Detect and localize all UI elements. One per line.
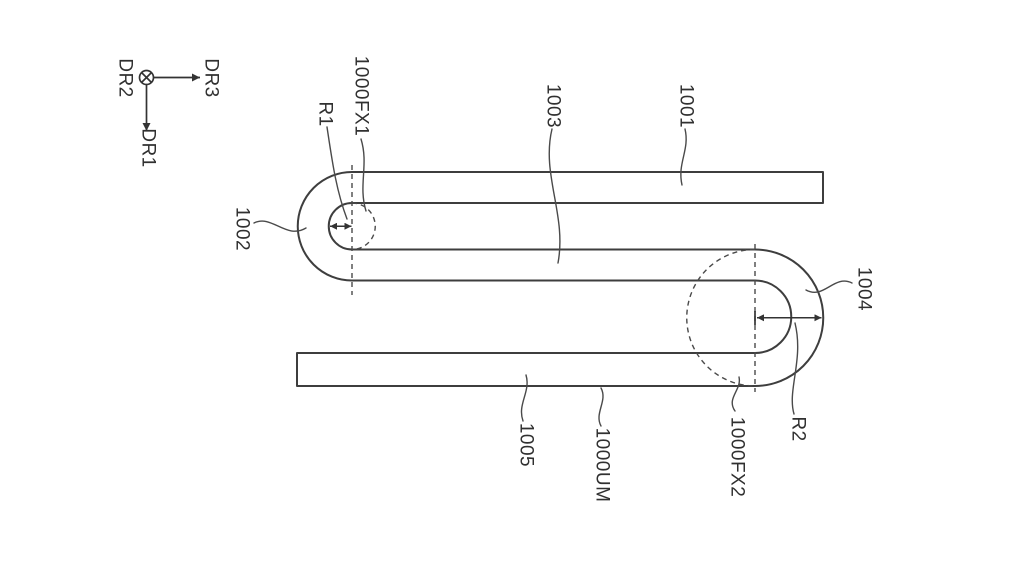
label-dr1: DR1	[138, 128, 159, 168]
label-r2: R2	[788, 416, 809, 441]
leader-1000um	[598, 387, 604, 427]
label-1004: 1004	[854, 267, 875, 311]
label-1000fx1: 1000FX1	[351, 56, 372, 137]
label-1000um: 1000UM	[592, 428, 613, 503]
leader-1004	[805, 280, 853, 293]
label-1003: 1003	[543, 84, 564, 128]
label-dr3: DR3	[201, 58, 222, 98]
label-1000fx2: 1000FX2	[727, 417, 748, 498]
axis-into-page-icon	[138, 69, 155, 86]
label-dr2: DR2	[115, 58, 136, 98]
leader-1001	[680, 128, 687, 186]
leader-r2	[791, 322, 799, 415]
label-1001: 1001	[676, 84, 697, 128]
leader-1000fx1	[360, 138, 367, 212]
leader-1000fx2	[731, 376, 741, 412]
left-fold-dashed-circle	[351, 202, 376, 251]
label-1005: 1005	[516, 423, 537, 467]
leader-1005	[520, 374, 528, 422]
label-1002: 1002	[232, 207, 253, 251]
folded-panel-outline	[296, 171, 825, 387]
leader-r1	[326, 126, 348, 220]
right-fold-dashed-circle	[686, 248, 756, 387]
leader-1003	[548, 128, 561, 264]
label-r1: R1	[315, 101, 336, 126]
leader-1002	[253, 220, 307, 232]
